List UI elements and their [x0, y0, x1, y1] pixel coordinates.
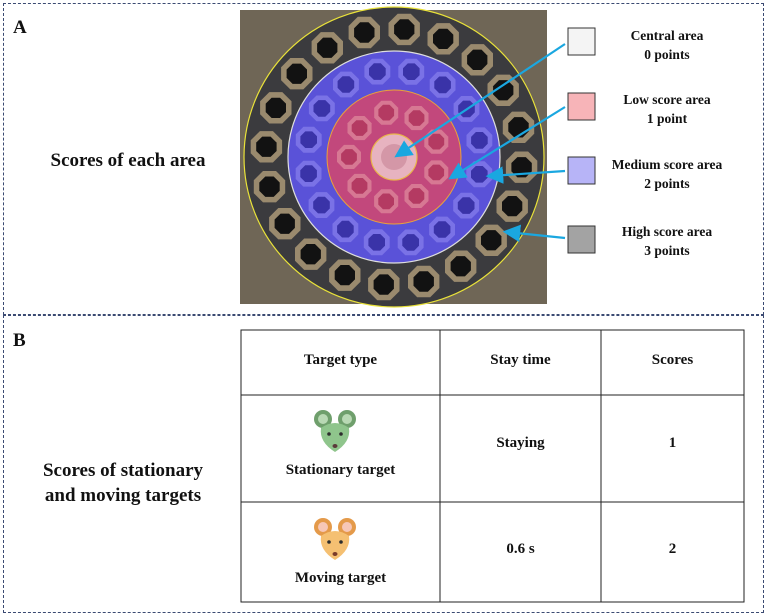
row2-stay-time: 0.6 s — [506, 541, 535, 557]
legend-box-medium — [567, 156, 596, 185]
hole — [428, 133, 445, 150]
panel-b-title-line2: and moving targets — [44, 485, 202, 506]
panel-a-title: Scores of each area — [50, 150, 206, 171]
header-stay-time: Stay time — [490, 352, 551, 368]
legend-label-high: High score area 3 points — [587, 222, 747, 260]
legend-box-central — [567, 27, 596, 56]
hole — [300, 131, 317, 148]
hole — [313, 100, 331, 117]
hole — [511, 157, 532, 178]
hole — [408, 110, 425, 126]
row2-score: 2 — [668, 541, 677, 557]
legend-box-high — [567, 225, 596, 254]
panel-b-title-line1: Scores of stationary — [42, 460, 204, 481]
panel-b — [3, 315, 764, 613]
hole — [508, 117, 529, 138]
row1-target-type: Stationary target — [285, 462, 396, 478]
legend-central-name: Central area — [630, 28, 704, 43]
arrow-central — [394, 43, 566, 158]
hole — [467, 49, 488, 70]
hole — [394, 19, 415, 40]
legend-medium-name: Medium score area — [611, 157, 723, 172]
hole — [300, 165, 317, 182]
row2-target-type: Moving target — [294, 570, 387, 586]
hole — [408, 188, 425, 204]
hole — [351, 178, 368, 194]
hole — [402, 234, 419, 251]
panel-a — [3, 3, 764, 315]
hole — [378, 104, 395, 121]
hole — [317, 37, 338, 58]
row1-score: 1 — [668, 435, 677, 451]
legend-label-low: Low score area 1 point — [587, 90, 747, 128]
hole — [286, 63, 307, 84]
hole — [274, 213, 295, 234]
panel-b-letter: B — [13, 330, 26, 351]
hole — [502, 196, 523, 217]
legend-label-medium: Medium score area 2 points — [587, 155, 747, 193]
hole — [413, 271, 434, 292]
arrow-medium — [485, 166, 566, 184]
hole — [428, 164, 445, 181]
hole — [337, 76, 355, 93]
arrow-low — [448, 106, 566, 180]
legend-box-low — [567, 92, 596, 121]
hole — [351, 120, 368, 136]
hole — [337, 220, 354, 238]
legend-low-name: Low score area — [623, 92, 711, 107]
medium-hole-ring — [295, 58, 493, 256]
legend-central-points: 0 points — [644, 47, 690, 62]
arrow-high — [502, 224, 566, 243]
panel-b-title: Scores of stationary and moving targets — [10, 458, 236, 508]
hole — [471, 166, 488, 183]
central-hole — [381, 144, 407, 170]
row1-stay-time: Staying — [496, 435, 545, 451]
hole — [433, 221, 451, 238]
legend-medium-points: 2 points — [644, 176, 690, 191]
green-mouse-icon — [314, 410, 356, 452]
hole — [334, 265, 355, 286]
hole — [450, 256, 471, 277]
hole — [354, 22, 375, 43]
hole — [378, 193, 394, 210]
hole — [341, 149, 357, 165]
hole — [300, 244, 321, 265]
hole — [471, 132, 488, 149]
hole — [259, 176, 280, 197]
panel-a-letter: A — [13, 17, 27, 38]
hole — [493, 80, 514, 101]
header-scores: Scores — [651, 352, 694, 368]
hole — [313, 196, 330, 214]
legend-high-points: 3 points — [644, 243, 690, 258]
hole — [457, 197, 475, 214]
hole — [433, 28, 454, 49]
hole — [368, 234, 385, 251]
outer-hole-ring — [250, 13, 538, 301]
legend-label-central: Central area 0 points — [587, 26, 747, 64]
hole — [373, 274, 394, 295]
legend-high-name: High score area — [621, 224, 713, 239]
hole — [256, 136, 277, 157]
hole — [265, 97, 286, 118]
score-table-grid — [240, 329, 745, 603]
low-hole-ring — [337, 100, 449, 214]
legend-low-points: 1 point — [646, 111, 688, 126]
hole — [403, 63, 420, 80]
hole — [481, 230, 502, 251]
orange-mouse-icon — [314, 518, 356, 560]
hole — [369, 63, 386, 80]
header-target-type: Target type — [303, 352, 378, 368]
hole — [434, 76, 451, 94]
